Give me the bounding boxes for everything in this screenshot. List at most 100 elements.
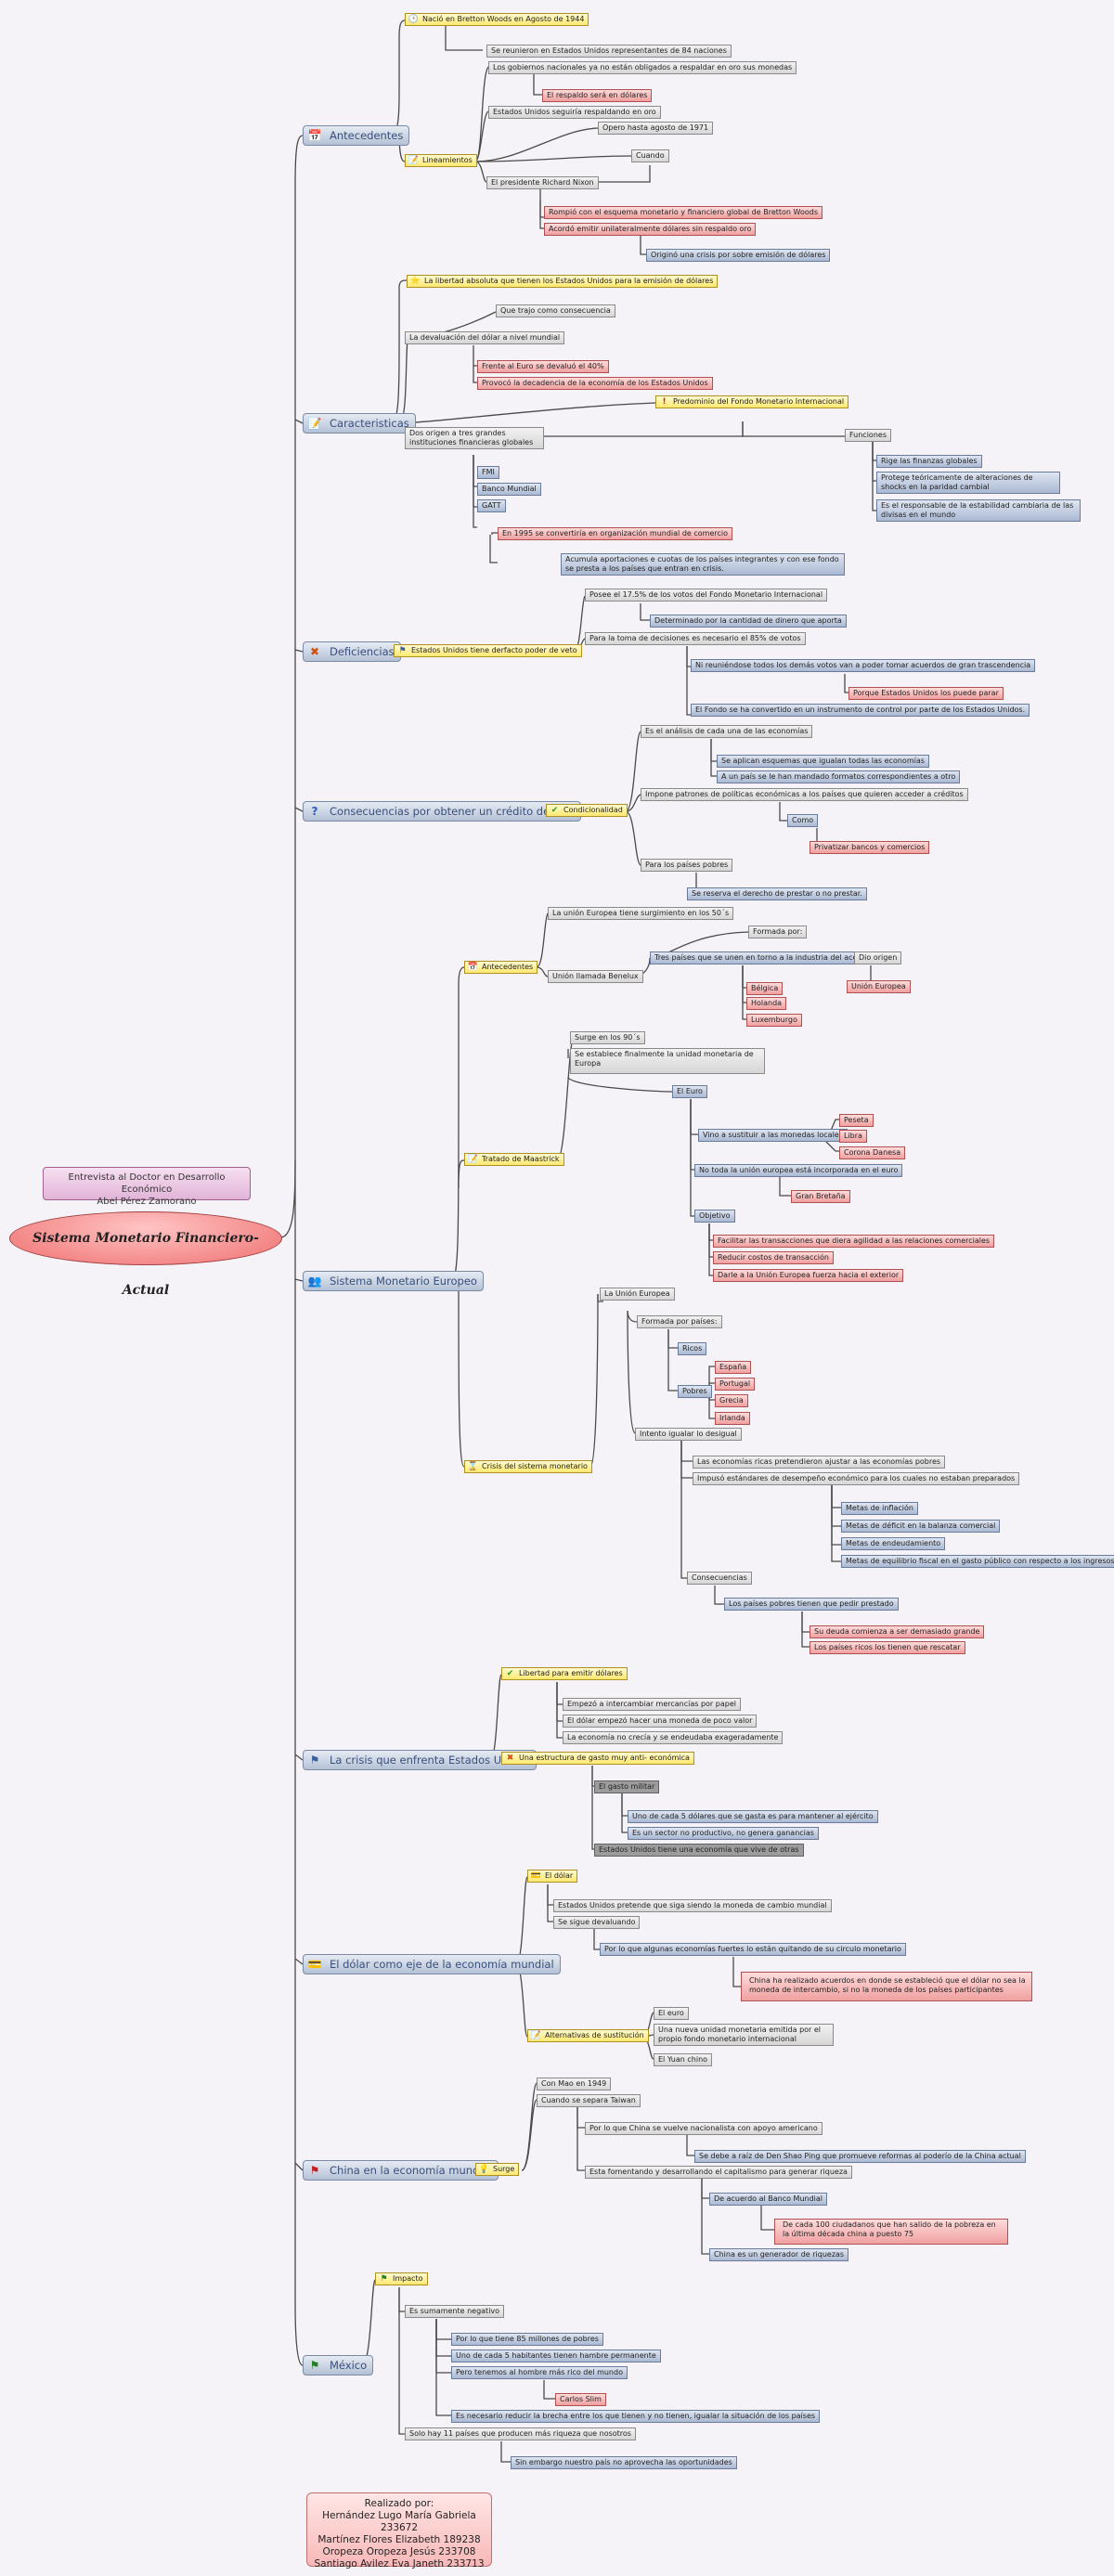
node[interactable]: 🕒Nació en Bretton Woods en Agosto de 194… <box>405 13 589 26</box>
node[interactable]: Estados Unidos tiene una economía que vi… <box>594 1844 804 1857</box>
node[interactable]: Reducir costos de transacción <box>713 1251 834 1264</box>
node[interactable]: Corona Danesa <box>839 1146 906 1159</box>
node[interactable]: Se debe a raíz de Den Shao Ping que prom… <box>694 2150 1026 2163</box>
topic-china[interactable]: ⚑China en la economía mundial <box>303 2160 499 2181</box>
node[interactable]: Por lo que China se vuelve nacionalista … <box>585 2122 823 2135</box>
node[interactable]: China es un generador de riquezas <box>709 2248 849 2261</box>
node[interactable]: La economía no crecía y se endeudaba exa… <box>563 1731 784 1744</box>
topic-caracteristicas[interactable]: 📝Caracteristicas <box>303 413 416 434</box>
node[interactable]: Unión Europea <box>847 980 911 993</box>
node[interactable]: ⚑Impacto <box>375 2272 428 2285</box>
node[interactable]: Por lo que tiene 85 millones de pobres <box>451 2333 603 2346</box>
node[interactable]: Rige las finanzas globales <box>876 455 982 468</box>
node[interactable]: Formada por: <box>748 926 808 938</box>
node[interactable]: Privatizar bancos y comercios <box>810 841 930 854</box>
topic-deficiencias[interactable]: ✖Deficiencias <box>303 641 401 662</box>
node[interactable]: !Predominio del Fondo Monetario Internac… <box>655 395 849 408</box>
node[interactable]: Determinado por la cantidad de dinero qu… <box>650 615 847 628</box>
node[interactable]: Impusó estándares de desempeño económico… <box>693 1472 1020 1485</box>
node[interactable]: Libra <box>839 1130 867 1143</box>
node[interactable]: Por lo que algunas economías fuertes lo … <box>600 1943 906 1956</box>
node[interactable]: Como <box>787 814 819 827</box>
node[interactable]: Pobres <box>678 1385 712 1398</box>
node[interactable]: Para los países pobres <box>641 859 733 872</box>
central-topic[interactable]: Sistema Monetario Financiero- Actual <box>9 1211 282 1298</box>
node[interactable]: Formada por países: <box>637 1315 722 1328</box>
node[interactable]: El Yuan chino <box>654 2053 713 2066</box>
node[interactable]: ⌛Crisis del sistema monetario <box>464 1460 592 1473</box>
node[interactable]: Metas de inflación <box>841 1502 918 1515</box>
node[interactable]: En 1995 se convertiría en organización m… <box>498 527 732 540</box>
node[interactable]: Provocó la decadencia de la economía de … <box>477 377 713 390</box>
node[interactable]: Que trajo como consecuencia <box>496 304 615 317</box>
node[interactable]: Se establece finalmente la unidad moneta… <box>570 1048 765 1074</box>
node[interactable]: Irlanda <box>715 1412 750 1425</box>
node[interactable]: Luxemburgo <box>746 1014 802 1027</box>
node[interactable]: Se reserva el derecho de prestar o no pr… <box>687 887 867 900</box>
node[interactable]: Solo hay 11 países que producen más riqu… <box>405 2427 636 2440</box>
node[interactable]: España <box>715 1361 752 1374</box>
node[interactable]: Consecuencias <box>687 1572 752 1585</box>
node[interactable]: ✔Condicionalidad <box>546 804 628 817</box>
node[interactable]: Es el responsable de la estabilidad camb… <box>876 499 1081 522</box>
node[interactable]: El euro <box>654 2007 689 2020</box>
node[interactable]: Vino a sustituir a las monedas locales <box>698 1129 848 1142</box>
node[interactable]: Se reunieron en Estados Unidos represent… <box>486 45 732 58</box>
node[interactable]: La Unión Europea <box>600 1288 675 1301</box>
node[interactable]: Acordó emitir unilateralmente dólares si… <box>544 223 757 236</box>
node[interactable]: Empezó a intercambiar mercancías por pap… <box>563 1698 741 1711</box>
node[interactable]: Surge en los 90´s <box>570 1031 645 1044</box>
node[interactable]: GATT <box>477 499 506 512</box>
node[interactable]: A un país se le han mandado formatos cor… <box>717 770 961 783</box>
node[interactable]: Opero hasta agosto de 1971 <box>598 122 714 135</box>
node[interactable]: El Euro <box>672 1085 707 1098</box>
node[interactable]: Para la toma de decisiones es necesario … <box>585 632 806 645</box>
node[interactable]: Uno de cada 5 dólares que se gasta es pa… <box>628 1810 878 1823</box>
node[interactable]: Metas de equilibrio fiscal en el gasto p… <box>841 1555 1114 1568</box>
node[interactable]: Holanda <box>746 997 787 1010</box>
node[interactable]: Tres países que se unen en torno a la in… <box>650 951 870 964</box>
node[interactable]: Es sumamente negativo <box>405 2305 505 2318</box>
node[interactable]: Intento igualar lo desigual <box>635 1428 742 1441</box>
node[interactable]: La unión Europea tiene surgimiento en lo… <box>548 907 734 920</box>
node[interactable]: Uno de cada 5 habitantes tienen hambre p… <box>451 2349 661 2362</box>
node[interactable]: Metas de déficit en la balanza comercial <box>841 1520 1001 1533</box>
node[interactable]: Los países ricos los tienen que rescatar <box>810 1641 965 1654</box>
node[interactable]: Impone patrones de políticas económicas … <box>641 788 968 801</box>
node[interactable]: El respaldo será en dólares <box>542 89 653 102</box>
node[interactable]: Se aplican esquemas que igualan todas la… <box>717 755 929 768</box>
node[interactable]: Cuando <box>631 149 669 162</box>
node[interactable]: De acuerdo al Banco Mundial <box>709 2193 828 2206</box>
node[interactable]: El dólar empezó hacer una moneda de poco… <box>563 1715 758 1728</box>
node[interactable]: Esta fomentando y desarrollando el capit… <box>585 2166 852 2179</box>
node[interactable]: Frente al Euro se devaluó el 40% <box>477 360 609 373</box>
node[interactable]: No toda la unión europea está incorporad… <box>694 1164 903 1177</box>
node[interactable]: 📝Tratado de Maastrick <box>464 1153 564 1166</box>
node[interactable]: 📝Lineamientos <box>405 154 477 167</box>
node[interactable]: La devaluación del dólar a nivel mundial <box>405 331 565 344</box>
node[interactable]: Dos origen a tres grandes instituciones … <box>405 427 544 449</box>
node[interactable]: Es necesario reducir la brecha entre los… <box>451 2410 821 2423</box>
node[interactable]: Porque Estados Unidos los puede parar <box>848 687 1004 700</box>
node[interactable]: Protege teóricamente de alteraciones de … <box>876 472 1060 494</box>
node[interactable]: Los gobiernos nacionales ya no están obl… <box>488 61 797 74</box>
node[interactable]: El gasto militar <box>594 1780 660 1793</box>
topic-antecedentes[interactable]: 📅Antecedentes <box>303 125 410 146</box>
node[interactable]: Funciones <box>845 429 891 442</box>
node[interactable]: Posee el 17.5% de los votos del Fondo Mo… <box>585 589 828 602</box>
node[interactable]: Originó una crisis por sobre emisión de … <box>646 249 831 262</box>
node[interactable]: Banco Mundial <box>477 483 541 496</box>
topic-crisis-eeuu[interactable]: ⚑La crisis que enfrenta Estados Unidos <box>303 1750 537 1770</box>
node[interactable]: Gran Bretaña <box>791 1190 850 1203</box>
node[interactable]: 💳El dólar <box>527 1870 578 1883</box>
node[interactable]: 📝Alternativas de sustitución <box>527 2029 649 2042</box>
node[interactable]: Con Mao en 1949 <box>537 2078 612 2091</box>
node[interactable]: De cada 100 ciudadanos que han salido de… <box>774 2219 1008 2245</box>
topic-sistema-monetario-europeo[interactable]: 👥Sistema Monetario Europeo <box>303 1271 484 1291</box>
node[interactable]: Pero tenemos al hombre más rico del mund… <box>451 2366 628 2379</box>
topic-dolar-eje[interactable]: 💳El dólar como eje de la economía mundia… <box>303 1954 561 1974</box>
topic-mexico[interactable]: ⚑México <box>303 2355 374 2375</box>
node[interactable]: El presidente Richard Nixon <box>486 176 599 189</box>
node[interactable]: Darle a la Unión Europea fuerza hacia el… <box>713 1269 904 1282</box>
node[interactable]: Grecia <box>715 1394 748 1407</box>
